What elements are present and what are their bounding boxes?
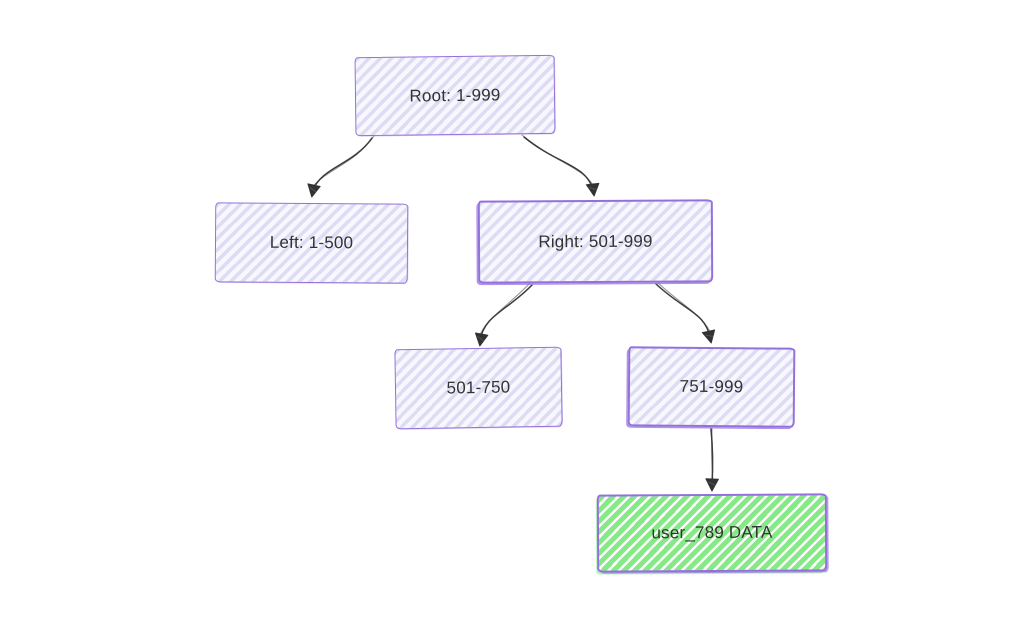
node-range-751-999-label: 751-999	[679, 376, 744, 397]
arrowhead-icon	[307, 183, 321, 198]
arrowhead-icon	[701, 329, 716, 344]
node-right: Right: 501-999	[477, 199, 714, 284]
node-range-751-999: 751-999	[627, 346, 796, 428]
edge-751-data	[705, 428, 719, 492]
edge-right-501	[475, 282, 533, 347]
edge-right-751	[655, 282, 716, 344]
node-left: Left: 1-500	[214, 202, 409, 284]
node-range-501-750-label: 501-750	[446, 377, 511, 398]
node-data-leaf-label: user_789 DATA	[651, 522, 773, 543]
node-root-label: Root: 1-999	[409, 84, 501, 106]
edge-root-left	[307, 135, 375, 198]
arrowhead-icon	[585, 182, 600, 197]
arrowhead-icon	[705, 478, 719, 492]
node-range-501-750: 501-750	[394, 346, 563, 430]
node-data-leaf: user_789 DATA	[596, 493, 828, 573]
edge-root-right	[521, 134, 600, 197]
node-right-label: Right: 501-999	[538, 231, 653, 251]
node-left-label: Left: 1-500	[269, 232, 354, 253]
node-root: Root: 1-999	[354, 54, 556, 137]
arrowhead-icon	[475, 332, 489, 347]
